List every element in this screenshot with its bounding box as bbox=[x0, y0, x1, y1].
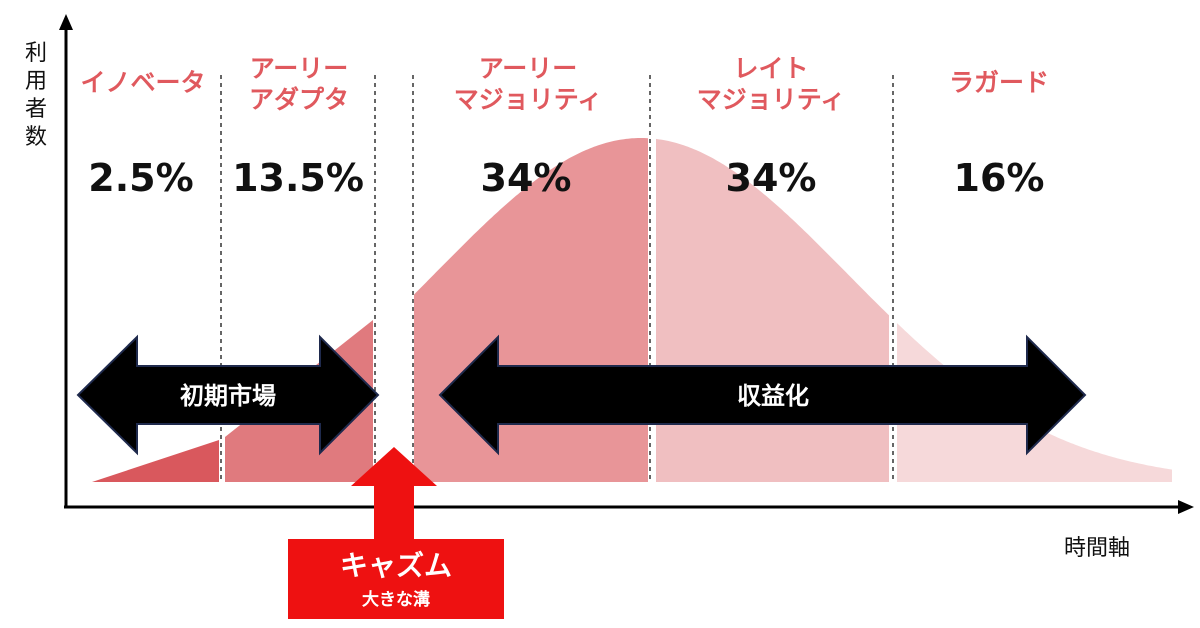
share-early-adopters: 13.5% bbox=[232, 156, 364, 200]
segment-name-late-majority-line1: レイト bbox=[733, 54, 808, 83]
segment-names: イノベータ アーリー アダプタ アーリー マジョリティ レイト マジョリティ ラ… bbox=[80, 54, 1049, 114]
share-laggards: 16% bbox=[954, 156, 1045, 200]
segment-name-laggards: ラガード bbox=[949, 68, 1049, 97]
early-market-label: 初期市場 bbox=[180, 382, 276, 410]
y-axis-label: 利 用 者 数 bbox=[25, 41, 47, 150]
segment-name-early-adopters-line2: アダプタ bbox=[249, 85, 349, 114]
segment-name-early-adopters-line1: アーリー bbox=[250, 54, 349, 83]
chasm-box bbox=[288, 539, 504, 619]
segment-innovators bbox=[92, 440, 219, 482]
segment-name-early-majority-line2: マジョリティ bbox=[454, 85, 603, 114]
y-axis-label-char: 数 bbox=[25, 125, 47, 150]
y-axis-label-char: 用 bbox=[25, 69, 47, 94]
share-early-majority: 34% bbox=[481, 156, 572, 200]
monetization-arrow: 収益化 bbox=[438, 334, 1087, 456]
chasm-up-arrow bbox=[351, 447, 437, 540]
segment-name-innovators: イノベータ bbox=[80, 68, 205, 97]
x-axis-arrowhead bbox=[1178, 500, 1194, 514]
chasm-title: キャズム bbox=[340, 549, 452, 582]
y-axis-label-char: 者 bbox=[25, 97, 47, 122]
double-arrow-shape bbox=[438, 334, 1087, 456]
x-axis-label: 時間軸 bbox=[1064, 536, 1130, 561]
segment-shares: 2.5% 13.5% 34% 34% 16% bbox=[88, 156, 1044, 200]
y-axis-label-char: 利 bbox=[25, 41, 47, 66]
segment-name-early-majority-line1: アーリー bbox=[479, 54, 578, 83]
monetization-label: 収益化 bbox=[737, 382, 809, 410]
chasm-subtitle: 大きな溝 bbox=[362, 589, 430, 610]
segment-name-late-majority-line2: マジョリティ bbox=[697, 85, 846, 114]
axes bbox=[59, 14, 1194, 514]
double-arrow-shape bbox=[76, 334, 380, 456]
early-market-arrow: 初期市場 bbox=[76, 334, 380, 456]
share-innovators: 2.5% bbox=[88, 156, 193, 200]
chasm-callout: キャズム 大きな溝 bbox=[288, 447, 504, 619]
segment-laggards bbox=[897, 323, 1172, 482]
share-late-majority: 34% bbox=[726, 156, 817, 200]
y-axis-arrowhead bbox=[59, 14, 73, 30]
